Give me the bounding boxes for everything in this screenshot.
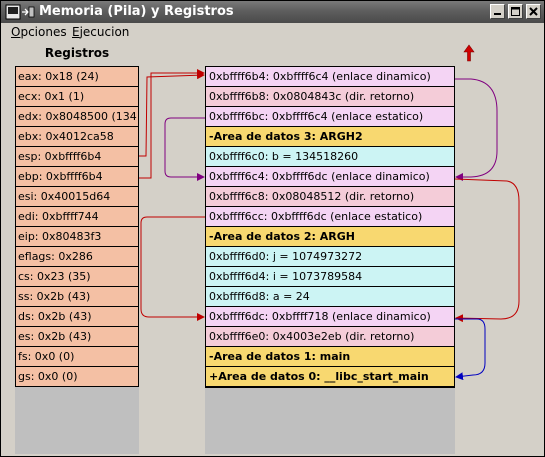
registers-header: Registros	[44, 46, 110, 60]
register-ebp: ebp: 0xbffff6b4	[16, 167, 138, 186]
register-eax: eax: 0x18 (24)	[16, 67, 138, 86]
menu-opciones-label: pciones	[20, 25, 67, 39]
stack-cell: 0xbffff6c0: b = 134518260	[206, 147, 454, 166]
stack-area-header[interactable]: -Area de datos 2: ARGH	[206, 227, 454, 246]
stack-cell: 0xbffff6d4: i = 1073789584	[206, 267, 454, 286]
minimize-icon	[494, 13, 501, 15]
register-cs: cs: 0x23 (35)	[16, 267, 138, 286]
main-link-arrow	[455, 318, 486, 381]
register-eip: eip: 0x80483f3	[16, 227, 138, 246]
register-ebx: ebx: 0x4012ca58	[16, 127, 138, 146]
stack-area-header[interactable]: -Area de datos 3: ARGH2	[206, 127, 454, 146]
stack-cell: 0xbffff6b4: 0xbffff6c4 (enlace dinamico)	[206, 67, 454, 86]
stack-cell: 0xbffff6bc: 0xbffff6c4 (enlace estatico)	[206, 107, 454, 126]
register-esi: esi: 0x40015d64	[16, 187, 138, 206]
dynamic-link-arrow-1	[455, 78, 498, 181]
static-link-arrow-1	[164, 117, 205, 181]
register-ss: ss: 0x2b (43)	[16, 287, 138, 306]
register-ds: ds: 0x2b (43)	[16, 307, 138, 326]
stack-cell: 0xbffff6b8: 0x0804843c (dir. retorno)	[206, 87, 454, 106]
menu-ejecucion-label: jecucion	[79, 25, 130, 39]
stack-cell: 0xbffff6c4: 0xbffff6dc (enlace dinamico)	[206, 167, 454, 186]
maximize-button[interactable]	[508, 4, 523, 19]
register-es: es: 0x2b (43)	[16, 327, 138, 346]
stack-cell: 0xbffff6dc: 0xbffff718 (enlace dinamico)	[206, 307, 454, 326]
register-gs: gs: 0x0 (0)	[16, 367, 138, 386]
stack-cell: 0xbffff6d0: j = 1074973272	[206, 247, 454, 266]
close-icon	[529, 7, 538, 16]
register-edi: edi: 0xbffff744	[16, 207, 138, 226]
stack-cell: 0xbffff6c8: 0x08048512 (dir. retorno)	[206, 187, 454, 206]
register-fs: fs: 0x0 (0)	[16, 347, 138, 366]
dynamic-link-arrow-2	[454, 178, 520, 323]
stack-area-header[interactable]: -Area de datos 1: main	[206, 347, 454, 366]
registers-panel: eax: 0x18 (24)ecx: 0x1 (1)edx: 0x8048500…	[15, 66, 139, 387]
stack-cell: 0xbffff6e0: 0x4003e2eb (dir. retorno)	[206, 327, 454, 346]
stack-area-header[interactable]: +Area de datos 0: __libc_start_main	[206, 367, 454, 386]
menu-ejecucion[interactable]: Ejecucion	[72, 25, 129, 39]
stack-cell: 0xbffff6cc: 0xbffff6dc (enlace estatico)	[206, 207, 454, 226]
menu-ejecucion-hotkey: E	[72, 25, 80, 39]
menu-opciones[interactable]: Opciones	[11, 25, 67, 39]
stack-empty-area	[205, 388, 455, 454]
title-bar[interactable]: Memoria (Pila) y Registros	[1, 1, 544, 23]
window-title: Memoria (Pila) y Registros	[39, 4, 234, 19]
static-link-arrow-2	[140, 216, 205, 321]
register-edx: edx: 0x8048500 (134	[16, 107, 138, 126]
stack-cell: 0xbffff6d8: a = 24	[206, 287, 454, 306]
close-button[interactable]	[526, 4, 541, 19]
ebp-pointer-arrow	[139, 69, 205, 179]
registers-empty-area	[15, 387, 139, 454]
register-eflags: eflags: 0x286	[16, 247, 138, 266]
register-esp: esp: 0xbffff6b4	[16, 147, 138, 166]
esp-pointer-arrow	[139, 71, 205, 157]
register-ecx: ecx: 0x1 (1)	[16, 87, 138, 106]
red-up-arrow-icon[interactable]	[462, 43, 476, 63]
menu-opciones-hotkey: O	[11, 25, 21, 39]
terminal-icon[interactable]	[5, 4, 35, 20]
maximize-icon	[511, 7, 520, 16]
minimize-button[interactable]	[490, 4, 505, 19]
stack-panel: 0xbffff6b4: 0xbffff6c4 (enlace dinamico)…	[205, 66, 455, 388]
